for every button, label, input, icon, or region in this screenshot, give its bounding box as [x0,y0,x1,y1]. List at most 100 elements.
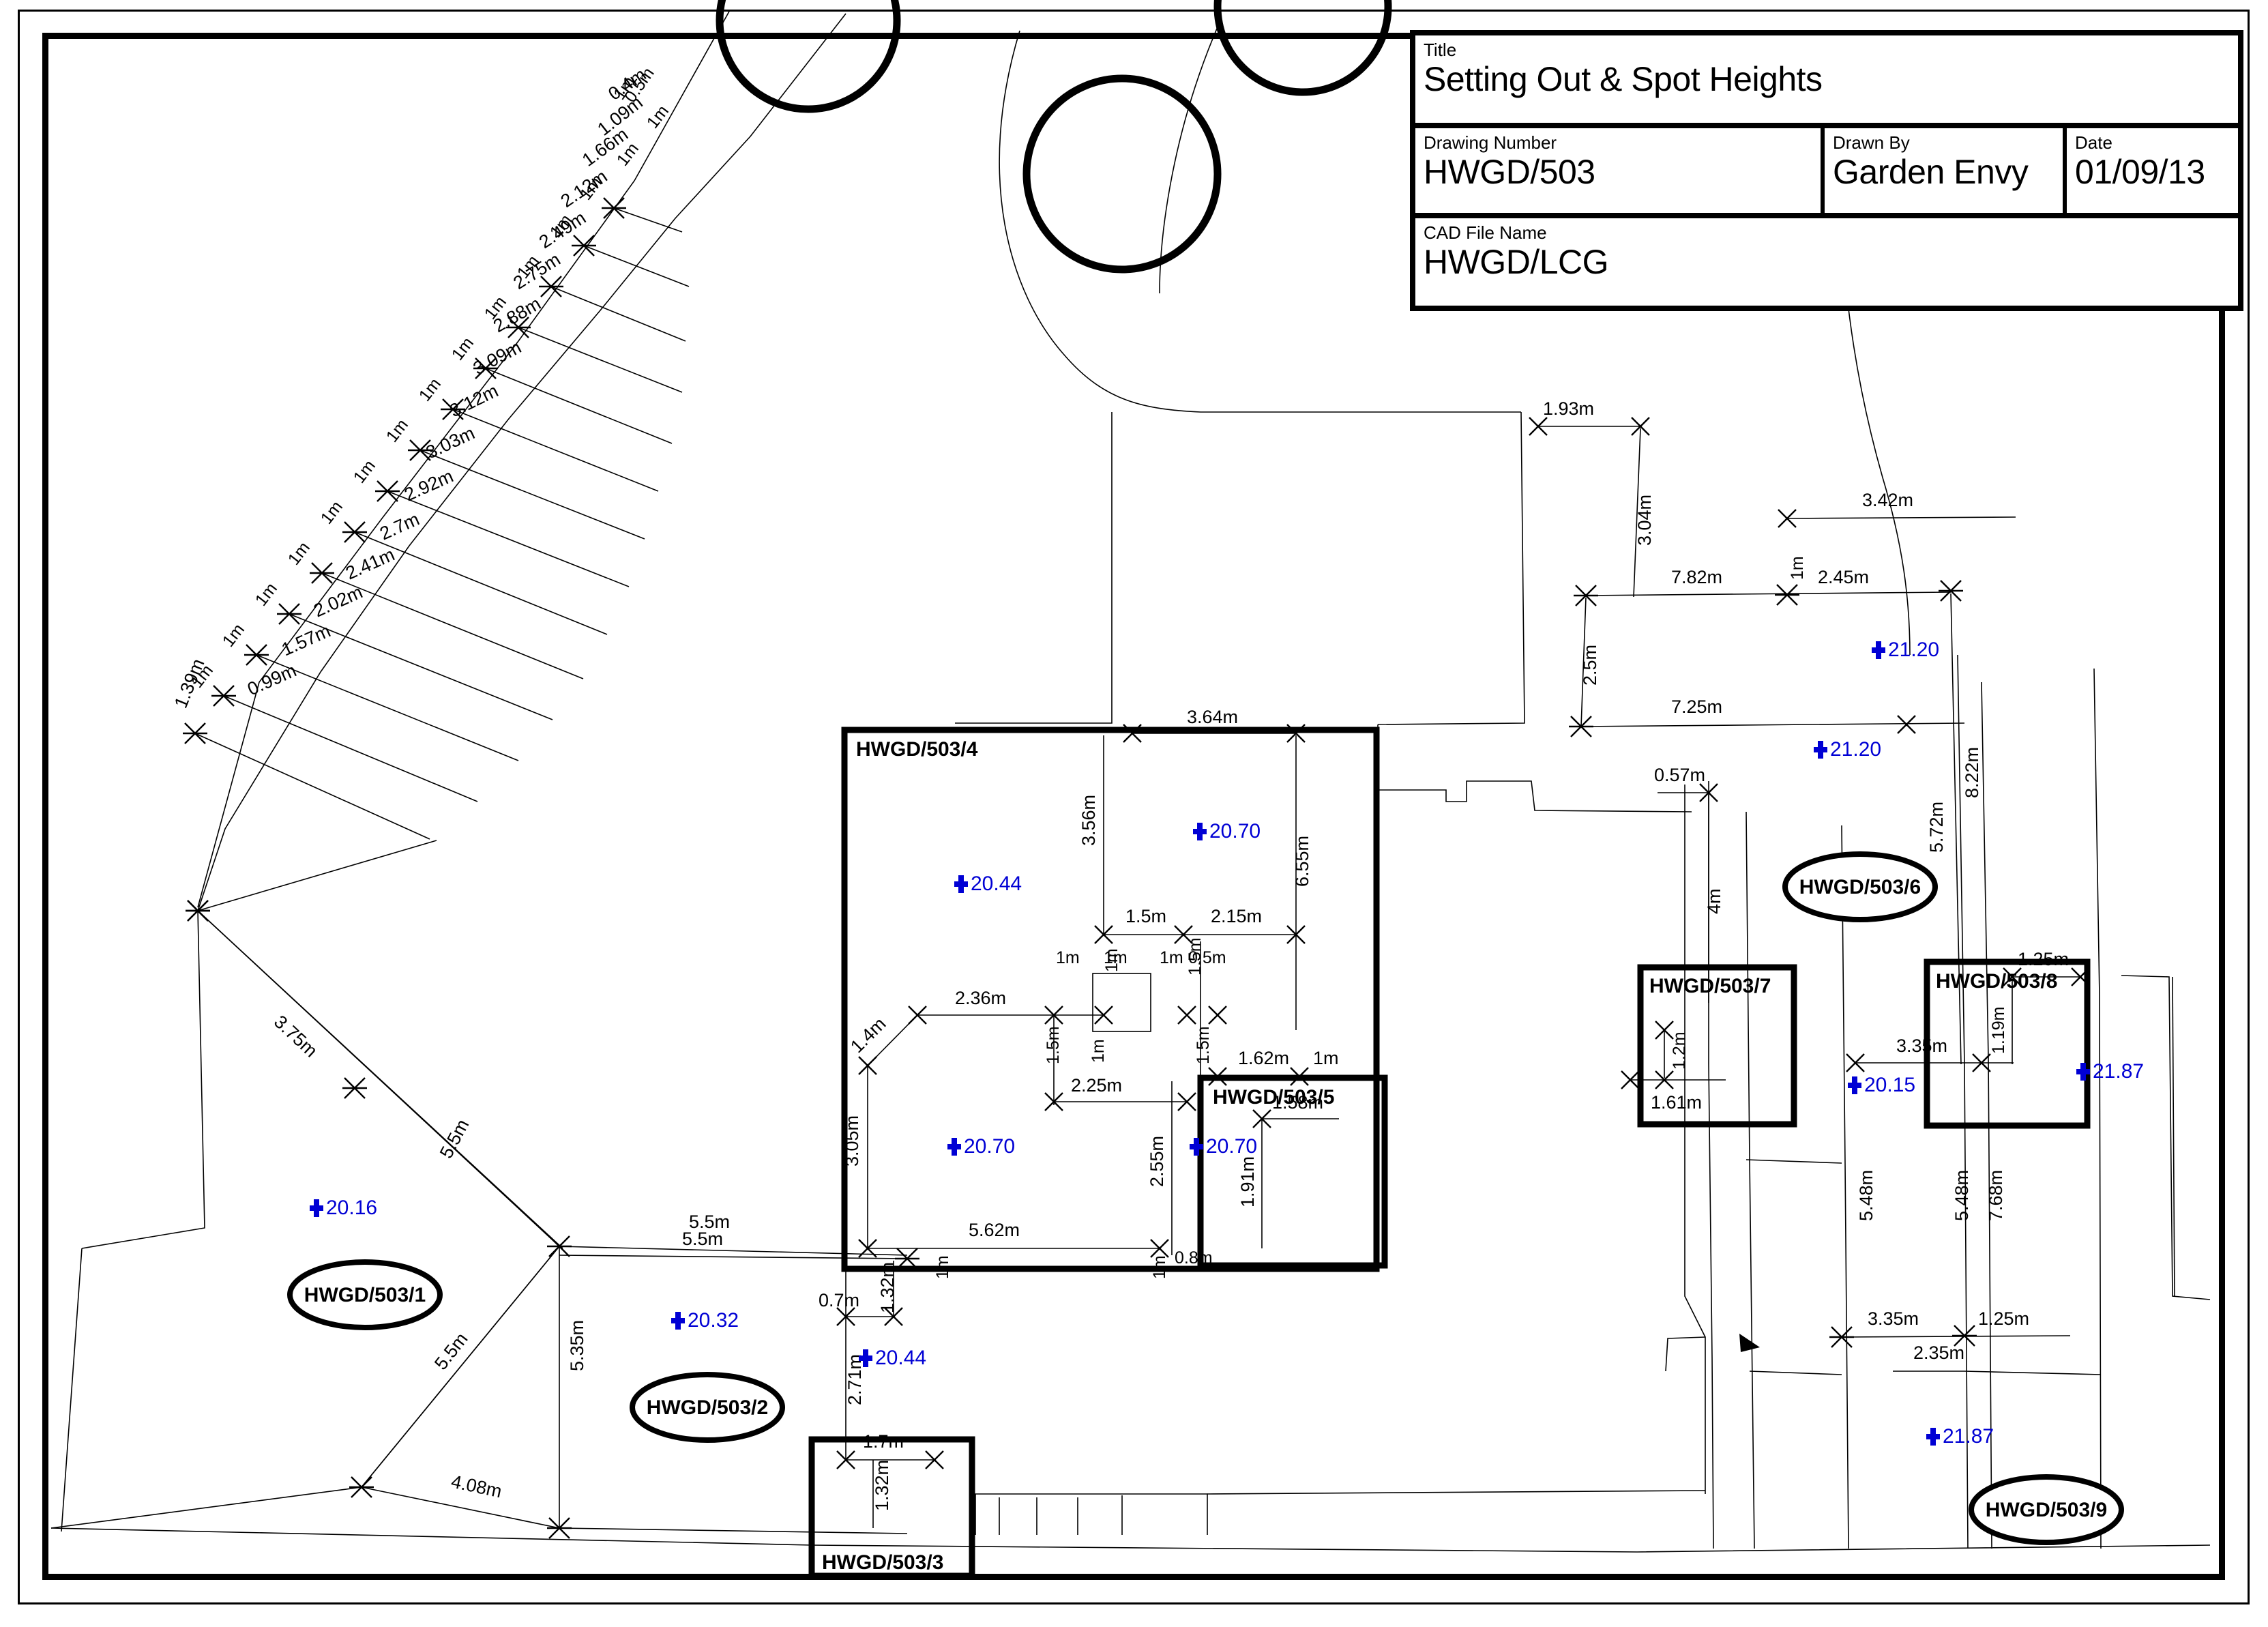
title-cell: Title Setting Out & Spot Heights [1415,35,2238,123]
dim-offset-1-57m: 1.57m [278,621,334,660]
cad-file-cell: CAD File Name HWGD/LCG [1415,218,2238,306]
dim-2-15m: 2.15m [1211,906,1262,926]
dim-3-35m-top: 3.35m [1896,1036,1947,1056]
spot-height-marker: 20.15 [1848,1074,1915,1096]
dim-7-25m: 7.25m [1671,697,1722,717]
spot-height-marker: 21.20 [1814,738,1881,761]
area-boxes [808,727,2091,1579]
dim-offset-3-12m: 3.12m [446,381,501,422]
dim-plot1-sw-4-08m: 4.08m [450,1471,504,1502]
dim-1-5m-a2: 1.5m [1044,1026,1063,1064]
title-field-label: Title [1424,40,1457,60]
bubble-2 [630,1372,785,1443]
dim-4m: 4m [1704,888,1724,914]
dim-station-1m: 1m [317,497,347,528]
drawn-by-label: Drawn By [1833,132,1910,153]
dim-3-64m: 3.64m [1187,707,1238,727]
spot-height-group: 20.16 20.32 20.44 20.44 20.70 20.70 20.70 21.20… [310,639,2144,1448]
plot1-plot2-dimensions: 3.75m 5.5m 5.5m 4.08m 5.5m 5.35m [184,899,730,1540]
dim-square-1m-below: 1m [1089,1039,1108,1063]
label-box-7: HWGD/503/7 [1649,975,1771,997]
spot-height-value: 20.70 [1209,820,1261,842]
drawing-inner-border [42,33,2225,1580]
date-cell: Date 01/09/13 [2067,128,2238,213]
site-boundary-linework [50,10,2211,1553]
dim-8-22m: 8.22m [1962,747,1982,798]
dim-station-1m: 1m [383,415,412,446]
spot-height-value: 20.16 [326,1197,377,1219]
dim-5-72m: 5.72m [1926,802,1947,853]
dim-1m-vert-a: 1m [1102,948,1121,972]
dim-box7-1-61m: 1.61m [1651,1092,1702,1113]
right-dimension-web: 1.93m 3.04m 7.82m 1m 2.45m 3.42m 2.5m 7.… [1528,398,2091,1372]
label-box-3: HWGD/503/3 [822,1551,943,1574]
dim-2-55m: 2.55m [1147,1136,1167,1187]
dim-7-68m: 7.68m [1986,1170,2006,1221]
spot-height-marker: 21.87 [2076,1060,2144,1083]
spot-height-value: 21.20 [1830,738,1881,761]
drawing-outer-border [18,10,2250,1604]
cad-file-value: HWGD/LCG [1424,243,1609,281]
spot-height-value: 20.70 [1206,1135,1257,1158]
dim-2-5m: 2.5m [1580,645,1600,686]
dim-box8-1-19m: 1.19m [1989,1007,2008,1054]
dim-0-57m: 0.57m [1654,765,1705,785]
title-block-row-cad: CAD File Name HWGD/LCG [1415,218,2238,306]
diagonal-dimension-chain: 1m 0.5m 0.4m 1.09m 1.66m 2.12m 2.49m 2.7… [171,64,690,922]
dim-1-5m-a: 1.5m [1125,906,1166,926]
spot-height-marker: 21.20 [1872,639,1939,661]
dim-square-1m-right: 1m [1160,948,1183,967]
dim-3-04m: 3.04m [1634,495,1655,546]
dim-offset-2-92m: 2.92m [401,466,456,505]
centre-dimension-web: 3.64m 3.56m 6.55m 1.5m 2.15m 2.36m 1.4m [842,707,1339,1279]
dim-station-1m: 1m [415,375,445,405]
dim-2-71m: 2.71m [844,1354,865,1405]
title-block-row-title: Title Setting Out & Spot Heights [1415,35,2238,128]
dim-box7-1-2m: 1.2m [1670,1031,1689,1070]
bubble-1 [287,1259,443,1330]
dim-offset-2-7m: 2.7m [377,509,422,544]
dim-5-62m: 5.62m [969,1220,1020,1240]
label-bubble-6: HWGD/503/6 [1799,876,1921,898]
spot-height-marker: 21.87 [1926,1425,1994,1448]
spot-height-marker: 20.16 [310,1197,377,1219]
dim-station-1m: 1m [350,456,379,487]
dim-1-5m-c: 1.5m [1194,1026,1213,1064]
dim-0-7m: 0.7m [819,1290,859,1310]
lower-centre-dimensions: 5.5m 1.32m 0.7m 2.71m 1.7m 1.32m [559,1229,945,1528]
dim-station-1m: 1m [284,538,314,569]
dim-1-91m: 1.91m [1237,1156,1258,1207]
dim-3-35m-bottom: 3.35m [1868,1308,1919,1329]
bubble-9 [1969,1474,2124,1545]
drawing-number-cell: Drawing Number HWGD/503 [1415,128,1825,213]
dim-3-56m: 3.56m [1078,795,1099,846]
dim-plot2-top-5-5m: 5.5m [689,1212,730,1232]
spot-height-value: 20.32 [688,1309,739,1332]
label-box-4: HWGD/503/4 [856,738,978,761]
spot-height-marker: 20.70 [947,1135,1015,1158]
dim-offset-2-02m: 2.02m [310,582,366,621]
title-block-row-meta: Drawing Number HWGD/503 Drawn By Garden … [1415,128,2238,218]
bubble-labels: HWGD/503/1 HWGD/503/2 HWGD/503/6 HWGD/50… [287,851,2124,1545]
dim-station-1m: 1m [252,579,281,610]
spot-height-marker: 20.44 [859,1347,926,1369]
dim-offset-3-03m: 3.03m [423,423,478,463]
dim-lower-5-5m: 5.5m [682,1229,723,1249]
dim-1-32m-b: 1.32m [872,1460,892,1511]
spot-height-value: 20.44 [875,1347,926,1369]
bubble-6 [1782,851,1938,922]
spot-height-marker: 20.44 [954,873,1022,895]
date-value: 01/09/13 [2075,153,2205,191]
date-label: Date [2075,132,2112,153]
dim-0-5m: 0.5m [1188,948,1226,967]
dim-2-25m: 2.25m [1071,1075,1122,1096]
dim-right-1m: 1m [1788,556,1807,580]
dim-square-1m-left: 1m [1056,948,1080,967]
label-bubble-2: HWGD/503/2 [647,1396,768,1419]
dim-6-55m: 6.55m [1292,836,1312,887]
drawing-number-value: HWGD/503 [1424,153,1595,191]
label-box-8: HWGD/503/8 [1936,970,2057,993]
spot-height-value: 20.70 [964,1135,1015,1158]
